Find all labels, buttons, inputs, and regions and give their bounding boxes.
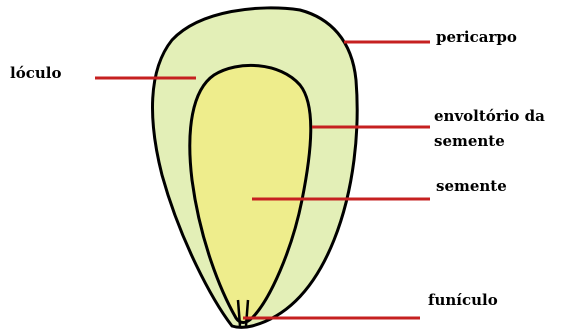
pericarpo-label: pericarpo — [436, 28, 517, 46]
funiculo-label: funículo — [428, 291, 498, 309]
loculo-label: lóculo — [10, 64, 61, 82]
semente-label: semente — [436, 177, 507, 195]
envoltorio-label-line2: semente — [434, 132, 505, 150]
envoltorio-label-line1: envoltório da — [434, 107, 545, 125]
